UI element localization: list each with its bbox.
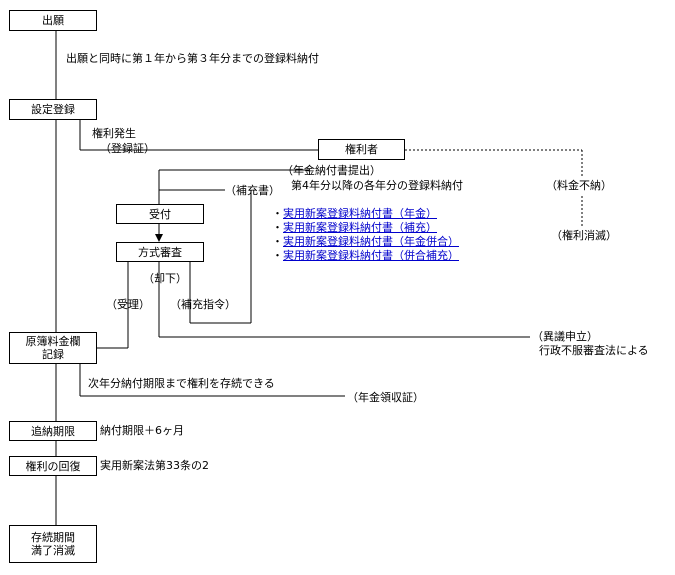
link-list-item: ・実用新案登録料納付書（年金） xyxy=(272,207,437,220)
fee-form-annual-link[interactable]: 実用新案登録料納付書（年金） xyxy=(283,207,437,220)
payment-with-application-label: 出願と同時に第１年から第３年分までの登録料納付 xyxy=(66,52,319,65)
right-arises-label: 権利発生 xyxy=(92,127,136,140)
fee-form-supplement-link[interactable]: 実用新案登録料納付書（補充） xyxy=(283,221,437,234)
admin-appeal-label: 行政不服審査法による xyxy=(539,344,649,357)
non-payment-label: （料金不納） xyxy=(546,179,612,192)
link-bullet: ・ xyxy=(272,221,283,234)
application-box: 出願 xyxy=(9,10,97,31)
link-bullet: ・ xyxy=(272,249,283,262)
law-article-label: 実用新案法第33条の2 xyxy=(100,459,209,472)
expiry-box: 存続期間 満了消滅 xyxy=(9,525,97,563)
right-holder-box: 権利者 xyxy=(318,139,405,160)
annual-fee-note: 第4年分以降の各年分の登録料納付 xyxy=(291,179,463,192)
receipt-box: 受付 xyxy=(116,204,204,224)
dismissal-label: （却下） xyxy=(143,272,187,285)
ledger-box: 原簿料金欄 記録 xyxy=(9,332,97,364)
supplement-doc-label: （補充書） xyxy=(225,184,280,197)
link-list-item: ・実用新案登録料納付書（併合補充） xyxy=(272,249,459,262)
late-payment-deadline-label: 納付期限＋6ヶ月 xyxy=(100,424,184,437)
annual-submit-label: （年金納付書提出） xyxy=(282,164,381,177)
registration-cert-label: （登録証） xyxy=(100,142,155,155)
link-list-item: ・実用新案登録料納付書（補充） xyxy=(272,221,437,234)
acceptance-label: （受理） xyxy=(106,298,150,311)
objection-label: （異議申立） xyxy=(532,330,598,343)
right-extinction-label: （権利消滅） xyxy=(551,229,617,242)
link-bullet: ・ xyxy=(272,235,283,248)
late-payment-box: 追納期限 xyxy=(9,421,97,441)
link-bullet: ・ xyxy=(272,207,283,220)
link-list-item: ・実用新案登録料納付書（年金併合） xyxy=(272,235,459,248)
fee-form-annual-merge-link[interactable]: 実用新案登録料納付書（年金併合） xyxy=(283,235,459,248)
restoration-box: 権利の回復 xyxy=(9,456,97,476)
next-year-note: 次年分納付期限まで権利を存続できる xyxy=(88,377,275,390)
fee-form-merge-supplement-link[interactable]: 実用新案登録料納付書（併合補充） xyxy=(283,249,459,262)
registration-box: 設定登録 xyxy=(9,99,97,120)
format-check-box: 方式審査 xyxy=(116,242,204,262)
annual-receipt-label: （年金領収証） xyxy=(347,391,424,404)
supplement-order-label: （補充指令） xyxy=(170,298,236,311)
